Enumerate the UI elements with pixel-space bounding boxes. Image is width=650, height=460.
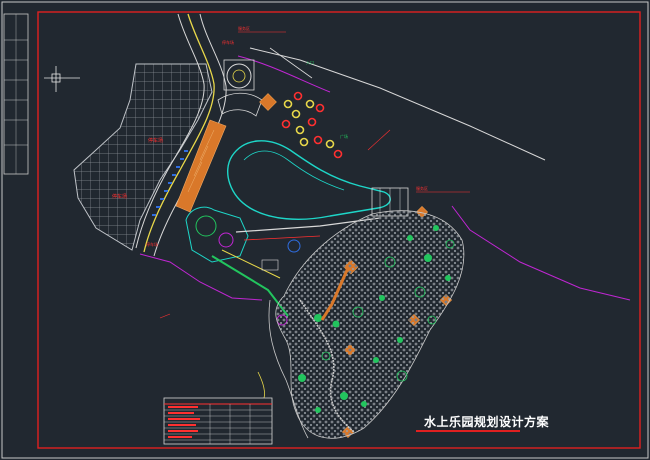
hill-path	[299, 299, 355, 433]
entrance-plaza	[217, 59, 263, 117]
float-rings	[281, 91, 343, 159]
crosshair-icon	[44, 66, 80, 92]
parking-cars	[152, 150, 188, 216]
wooden-trail	[320, 267, 350, 321]
area-label-1: 停车场	[148, 137, 163, 144]
small-curve	[257, 371, 265, 399]
lazy-river	[227, 140, 391, 220]
drawing-title: 水上乐园规划设计方案	[424, 415, 550, 429]
legend-table	[163, 397, 273, 445]
trees	[298, 225, 451, 413]
annotations: 服务区 停车场 服务区 停车场	[146, 25, 428, 247]
site-boundary-magenta	[237, 55, 631, 301]
svg-text:入口: 入口	[306, 60, 314, 65]
svg-text:服务区: 服务区	[238, 25, 250, 31]
slope-edge	[268, 299, 309, 439]
svg-text:停车场: 停车场	[146, 241, 158, 247]
tree-outlines	[321, 239, 455, 382]
svg-text:停车场: 停车场	[222, 39, 234, 45]
site-boundary-white	[249, 47, 546, 161]
paved-grid-area	[73, 63, 213, 251]
drawing-frame	[37, 11, 641, 449]
forest-hill	[275, 210, 465, 439]
area-label-2: 停车场	[112, 193, 127, 200]
annotation-leaders	[159, 31, 470, 319]
boundary-line-white-2	[269, 47, 313, 79]
green-labels: 入口 广场	[306, 60, 348, 139]
site-boundary-magenta-2	[139, 253, 263, 301]
main-building	[175, 119, 227, 213]
left-title-strip	[3, 13, 29, 175]
svg-text:广场: 广场	[340, 133, 348, 139]
title-underline	[416, 430, 520, 432]
svg-text:服务区: 服务区	[416, 185, 428, 191]
lazy-river-inner	[243, 150, 345, 191]
